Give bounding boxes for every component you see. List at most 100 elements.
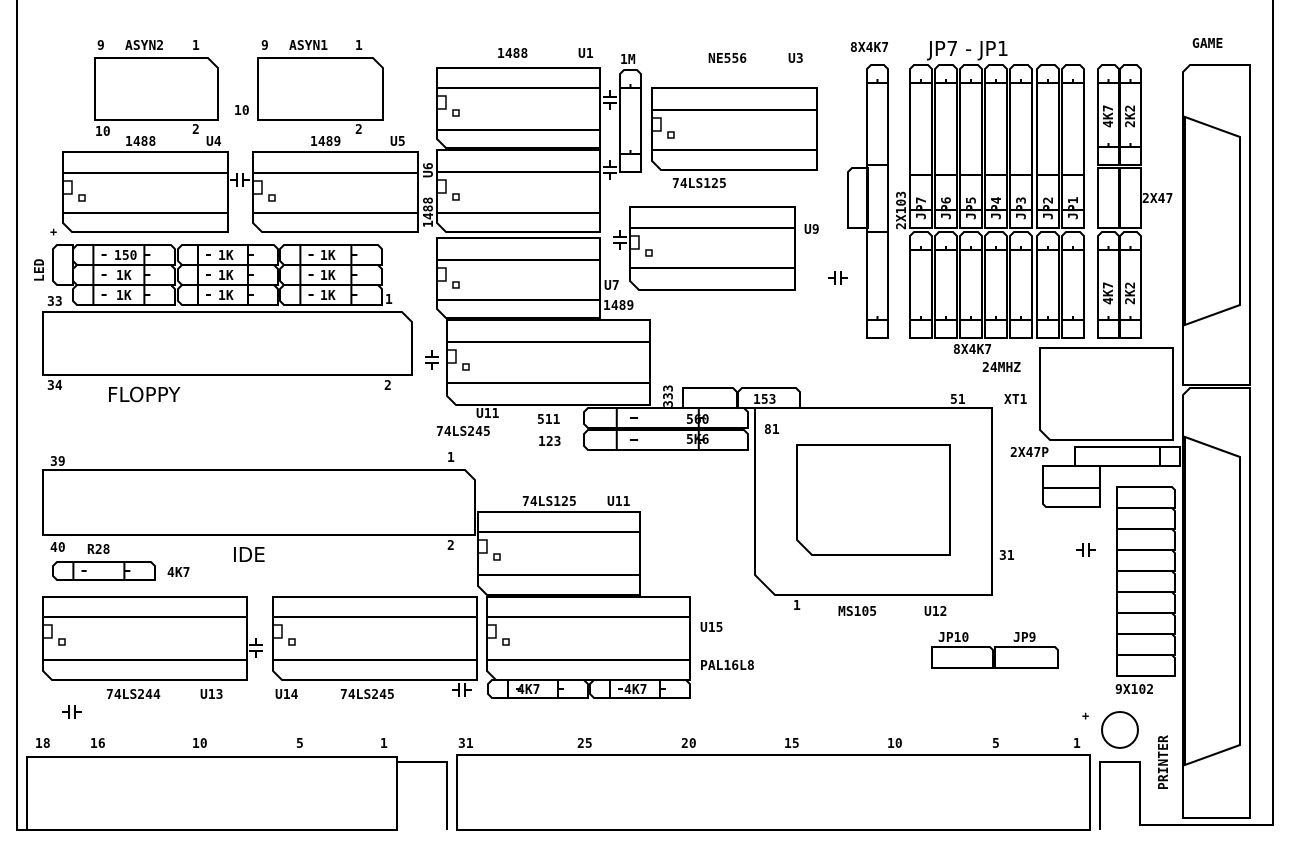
u14-part: 74LS245 <box>340 688 395 703</box>
u4-ref: U4 <box>206 135 222 150</box>
pin1-marker-icon <box>452 193 460 201</box>
res-value: 1K <box>218 289 234 304</box>
jumper-label: JP6 <box>940 196 955 220</box>
resistor-column <box>1119 64 1142 166</box>
pin1-marker-icon <box>78 194 86 202</box>
battery-icon <box>1101 711 1139 749</box>
u6-ref: U6 <box>422 162 437 178</box>
board-notch <box>396 761 448 830</box>
jumper-label: JP4 <box>990 196 1005 220</box>
edge-pin-label: 10 <box>192 737 208 752</box>
jumper-column <box>934 64 958 229</box>
u11b-part: 74LS125 <box>522 495 577 510</box>
u5-ref: U5 <box>390 135 406 150</box>
led-plus: + <box>50 225 57 239</box>
resistor <box>589 679 691 699</box>
r-1m-label: 1M <box>620 53 636 68</box>
pin1-marker-icon <box>252 180 263 195</box>
array-8x4k7-bottom: 8X4K7 <box>953 343 992 358</box>
edge-pin-label: 1 <box>1073 737 1081 752</box>
jumper-column <box>934 231 958 339</box>
edge-connector-long <box>456 754 1091 831</box>
pin1-marker-icon <box>272 624 283 639</box>
res-value: 150 <box>114 249 138 264</box>
jumper-label: JP3 <box>1015 197 1030 220</box>
u12-pin31: 31 <box>999 549 1015 564</box>
resistor-9x102 <box>1116 654 1176 677</box>
asyn1-connector <box>257 57 384 121</box>
u15-ref: U15 <box>700 621 723 636</box>
u5-chip <box>252 151 419 233</box>
u7-part: 1489 <box>603 299 634 314</box>
asyn2-connector <box>94 57 219 121</box>
floppy-pin2: 2 <box>384 379 392 394</box>
u9-chip <box>629 206 796 291</box>
u3-chip <box>651 87 818 171</box>
res-2k2-top: 2K2 <box>1124 105 1139 128</box>
u11a-chip <box>446 319 651 406</box>
jumper-column <box>909 231 933 339</box>
jumper-column <box>984 64 1008 229</box>
array-2x47: 2X47 <box>1142 192 1173 207</box>
u3-ref: U3 <box>788 52 804 67</box>
r28-ref: R28 <box>87 543 111 558</box>
crystal-xt1 <box>1039 347 1174 441</box>
u1-chip <box>436 67 601 149</box>
pin1-marker-icon <box>436 179 447 194</box>
u11a-part: 74LS245 <box>436 425 491 440</box>
u15-chip <box>486 596 691 681</box>
asyn1-label: ASYN1 <box>289 39 328 54</box>
res-value: 4K7 <box>624 683 647 698</box>
crystal-ref: XT1 <box>1004 393 1028 408</box>
u3-part: NE556 <box>708 52 747 67</box>
resistor <box>52 561 156 581</box>
array-9x102: 9X102 <box>1115 683 1154 698</box>
led <box>52 244 74 286</box>
resistor-block <box>1042 487 1101 508</box>
u14-chip <box>272 596 478 681</box>
pin1-marker-icon <box>477 539 488 554</box>
u12-die <box>796 444 951 556</box>
printer-dsub <box>1184 435 1241 767</box>
floppy-label: FLOPPY <box>107 383 181 407</box>
res-value: 1K <box>320 249 336 264</box>
asyn2-pin9: 9 <box>97 39 105 54</box>
jumper-label: JP1 <box>1067 196 1082 220</box>
pin1-marker-icon <box>486 624 497 639</box>
u13-part: 74LS244 <box>106 688 161 703</box>
resistor <box>487 679 589 699</box>
asyn2-pin10: 10 <box>95 125 111 140</box>
edge-pin-label: 25 <box>577 737 593 752</box>
jumper-column <box>1061 64 1085 229</box>
res-2k2-bottom: 2K2 <box>1124 282 1139 305</box>
game-dsub <box>1184 115 1241 327</box>
board-edge <box>16 0 27 831</box>
resistor-1m <box>619 69 642 173</box>
led-label: LED <box>33 258 48 282</box>
resistor <box>279 284 383 306</box>
u13-chip <box>42 596 248 681</box>
pin1-marker-icon <box>645 249 653 257</box>
asyn2-pin1: 1 <box>192 39 200 54</box>
u6-chip <box>436 149 601 233</box>
u6-part: 1488 <box>422 197 437 228</box>
res-value: 1K <box>116 269 132 284</box>
u11a-ref: U11 <box>476 407 500 422</box>
edge-pin-label: 18 <box>35 737 51 752</box>
asyn2-pin2: 2 <box>192 123 200 138</box>
edge-pin-label: 5 <box>296 737 304 752</box>
u4-part: 1488 <box>125 135 156 150</box>
u11b-ref: U11 <box>607 495 631 510</box>
edge-pin-label: 16 <box>90 737 106 752</box>
edge-pin-label: 31 <box>458 737 474 752</box>
pin1-marker-icon <box>436 267 447 282</box>
jumper-column <box>1009 231 1033 339</box>
game-label: GAME <box>1192 37 1223 52</box>
u5-part: 1489 <box>310 135 341 150</box>
pin1-marker-icon <box>493 553 501 561</box>
resistor-block <box>1042 465 1101 489</box>
resistor-9x102 <box>1116 486 1176 509</box>
u12-pin81: 81 <box>764 423 780 438</box>
ide-connector <box>42 469 476 536</box>
